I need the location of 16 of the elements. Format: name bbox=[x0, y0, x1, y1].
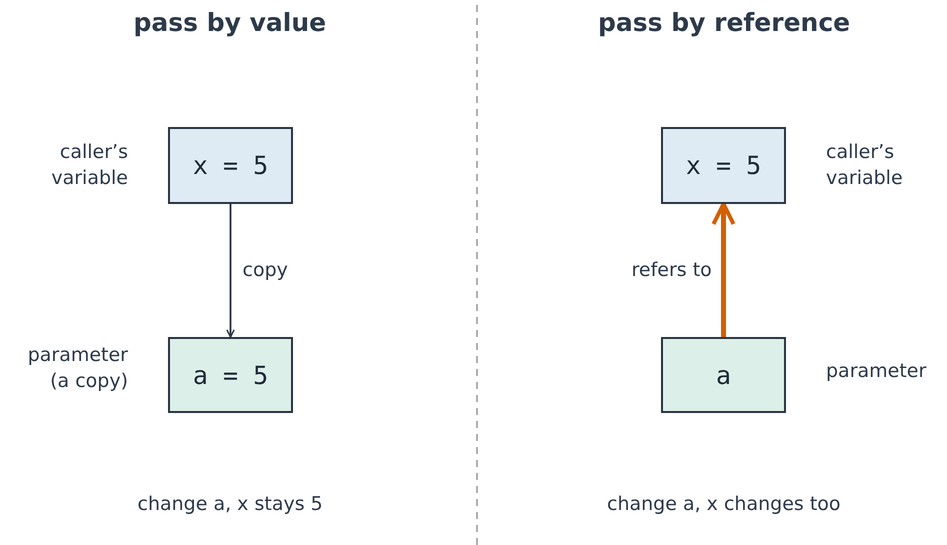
variable-box bbox=[661, 337, 786, 413]
variable-box bbox=[168, 127, 293, 204]
node-caption: parameter bbox=[826, 359, 928, 384]
variable-box bbox=[661, 127, 786, 204]
node-caption: caller’s variable bbox=[826, 140, 904, 191]
variable-text: a = 5 bbox=[192, 360, 268, 390]
arrow bbox=[226, 204, 235, 338]
arrow bbox=[712, 202, 736, 337]
variable-box bbox=[168, 337, 293, 413]
note-text: change a, x changes too bbox=[607, 493, 841, 515]
variable-text: x = 5 bbox=[686, 151, 762, 180]
node-caption: parameter (a copy) bbox=[26, 343, 128, 394]
variable-text: a bbox=[716, 360, 732, 390]
variable-text: x = 5 bbox=[192, 151, 268, 180]
node-caption: caller’s variable bbox=[50, 140, 128, 191]
note-text: change a, x stays 5 bbox=[138, 493, 323, 515]
